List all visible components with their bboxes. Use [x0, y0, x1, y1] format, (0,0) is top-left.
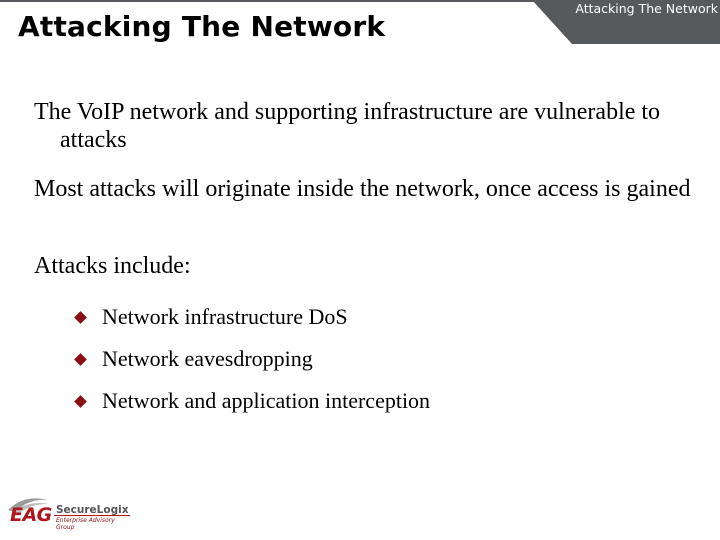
list-item-text: Network infrastructure DoS — [102, 304, 348, 329]
company-logo: EAG SecureLogix Enterprise Advisory Grou… — [4, 492, 134, 532]
bullet-list: Network infrastructure DoS Network eaves… — [70, 296, 430, 422]
list-item-text: Network eavesdropping — [102, 346, 313, 371]
diamond-bullet-icon — [74, 394, 87, 408]
body-paragraph-2: Most attacks will originate inside the n… — [34, 176, 691, 202]
logo-brand: SecureLogix — [56, 504, 129, 516]
header-tab-title: Attacking The Network — [575, 1, 718, 16]
list-item: Network eavesdropping — [70, 338, 430, 380]
logo-swoosh-icon — [8, 498, 130, 516]
logo-tagline: Enterprise Advisory Group — [56, 517, 115, 531]
diamond-bullet-icon — [74, 352, 87, 366]
body-paragraph-3: Attacks include: — [34, 253, 191, 279]
diamond-bullet-icon — [74, 310, 87, 324]
logo-mark: EAG — [10, 504, 52, 526]
body-paragraph-1: The VoIP network and supporting infrastr… — [34, 99, 661, 153]
list-item: Network infrastructure DoS — [70, 296, 430, 338]
list-item: Network and application interception — [70, 380, 430, 422]
header-bar: Attacking The Network Attacking The Netw… — [0, 0, 720, 46]
list-item-text: Network and application interception — [102, 388, 431, 413]
header-line — [0, 0, 720, 44]
slide-title: Attacking The Network — [18, 10, 386, 43]
